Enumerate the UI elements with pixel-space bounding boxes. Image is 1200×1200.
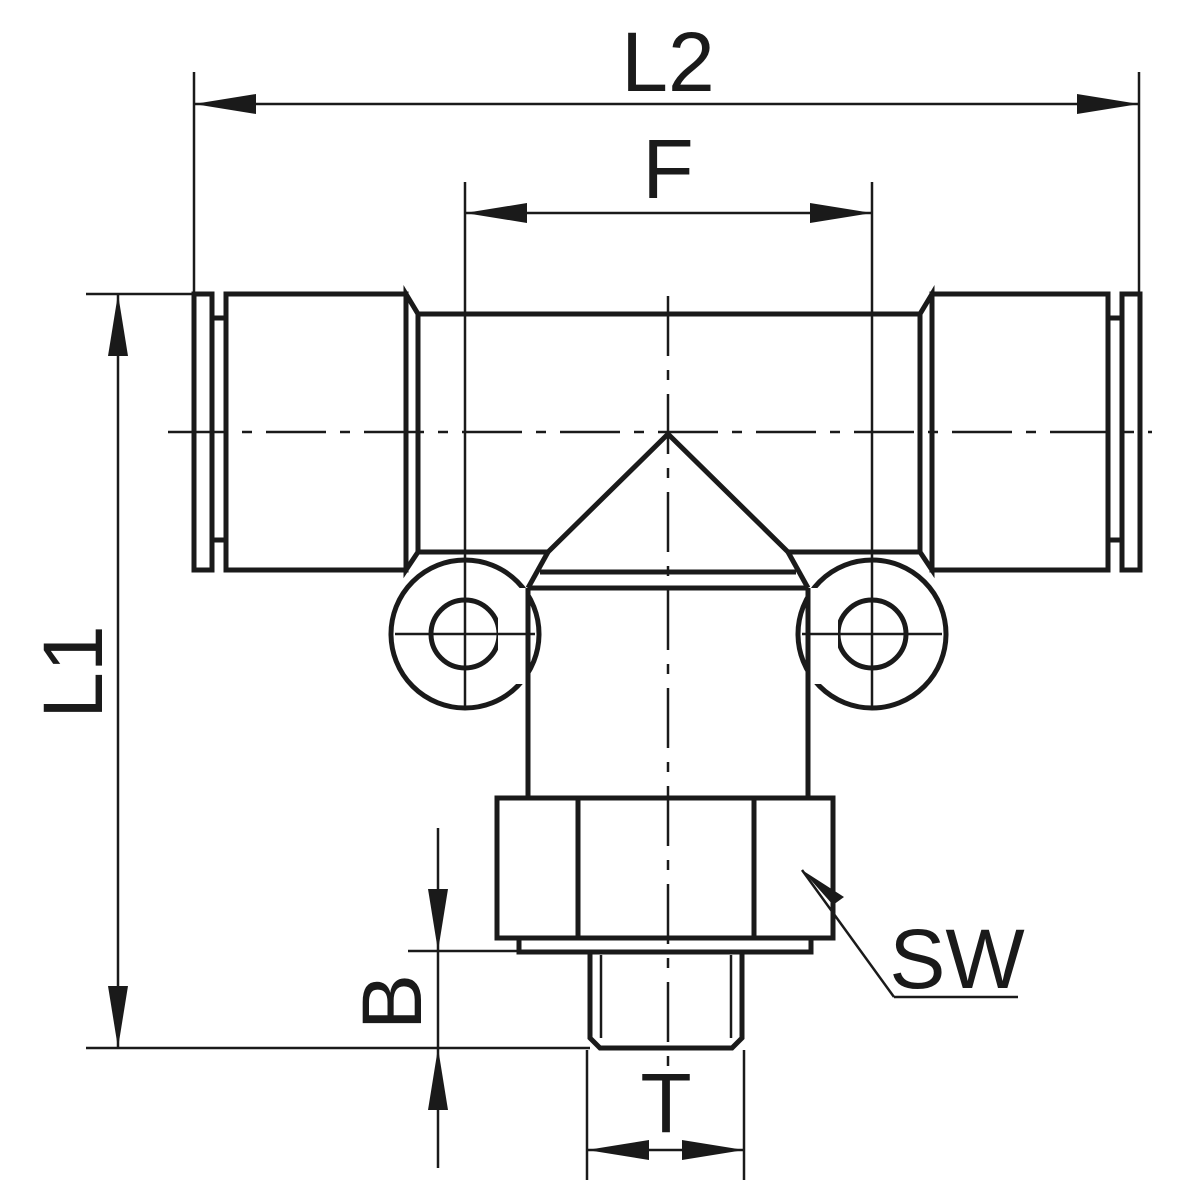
arrow-head (108, 986, 128, 1048)
arrow-head (194, 94, 256, 114)
dimension-l2: L2 (192, 15, 1141, 292)
label-l2: L2 (621, 15, 714, 109)
dimension-l1: L1 (26, 292, 590, 1050)
arrow-head (108, 294, 128, 356)
hex-nut (494, 795, 836, 955)
dimension-sw: SW (800, 869, 1025, 1006)
arrow-head (428, 1048, 448, 1110)
arrow-head (1077, 94, 1139, 114)
arrow-head (428, 889, 448, 951)
label-f: F (642, 122, 693, 216)
dimension-b: B (345, 828, 592, 1168)
male-thread (587, 952, 745, 1051)
arrow-head (465, 203, 527, 223)
label-sw: SW (889, 912, 1024, 1006)
label-b: B (345, 974, 439, 1030)
label-t: T (640, 1056, 691, 1150)
arrow-head (682, 1140, 744, 1160)
dimension-f: F (463, 122, 874, 710)
arrow-head (587, 1140, 649, 1160)
centerlines (168, 296, 1152, 1080)
arrow-head (810, 203, 872, 223)
label-l1: L1 (26, 625, 120, 718)
dimension-t: T (585, 1050, 746, 1180)
nut-washer (516, 935, 814, 955)
